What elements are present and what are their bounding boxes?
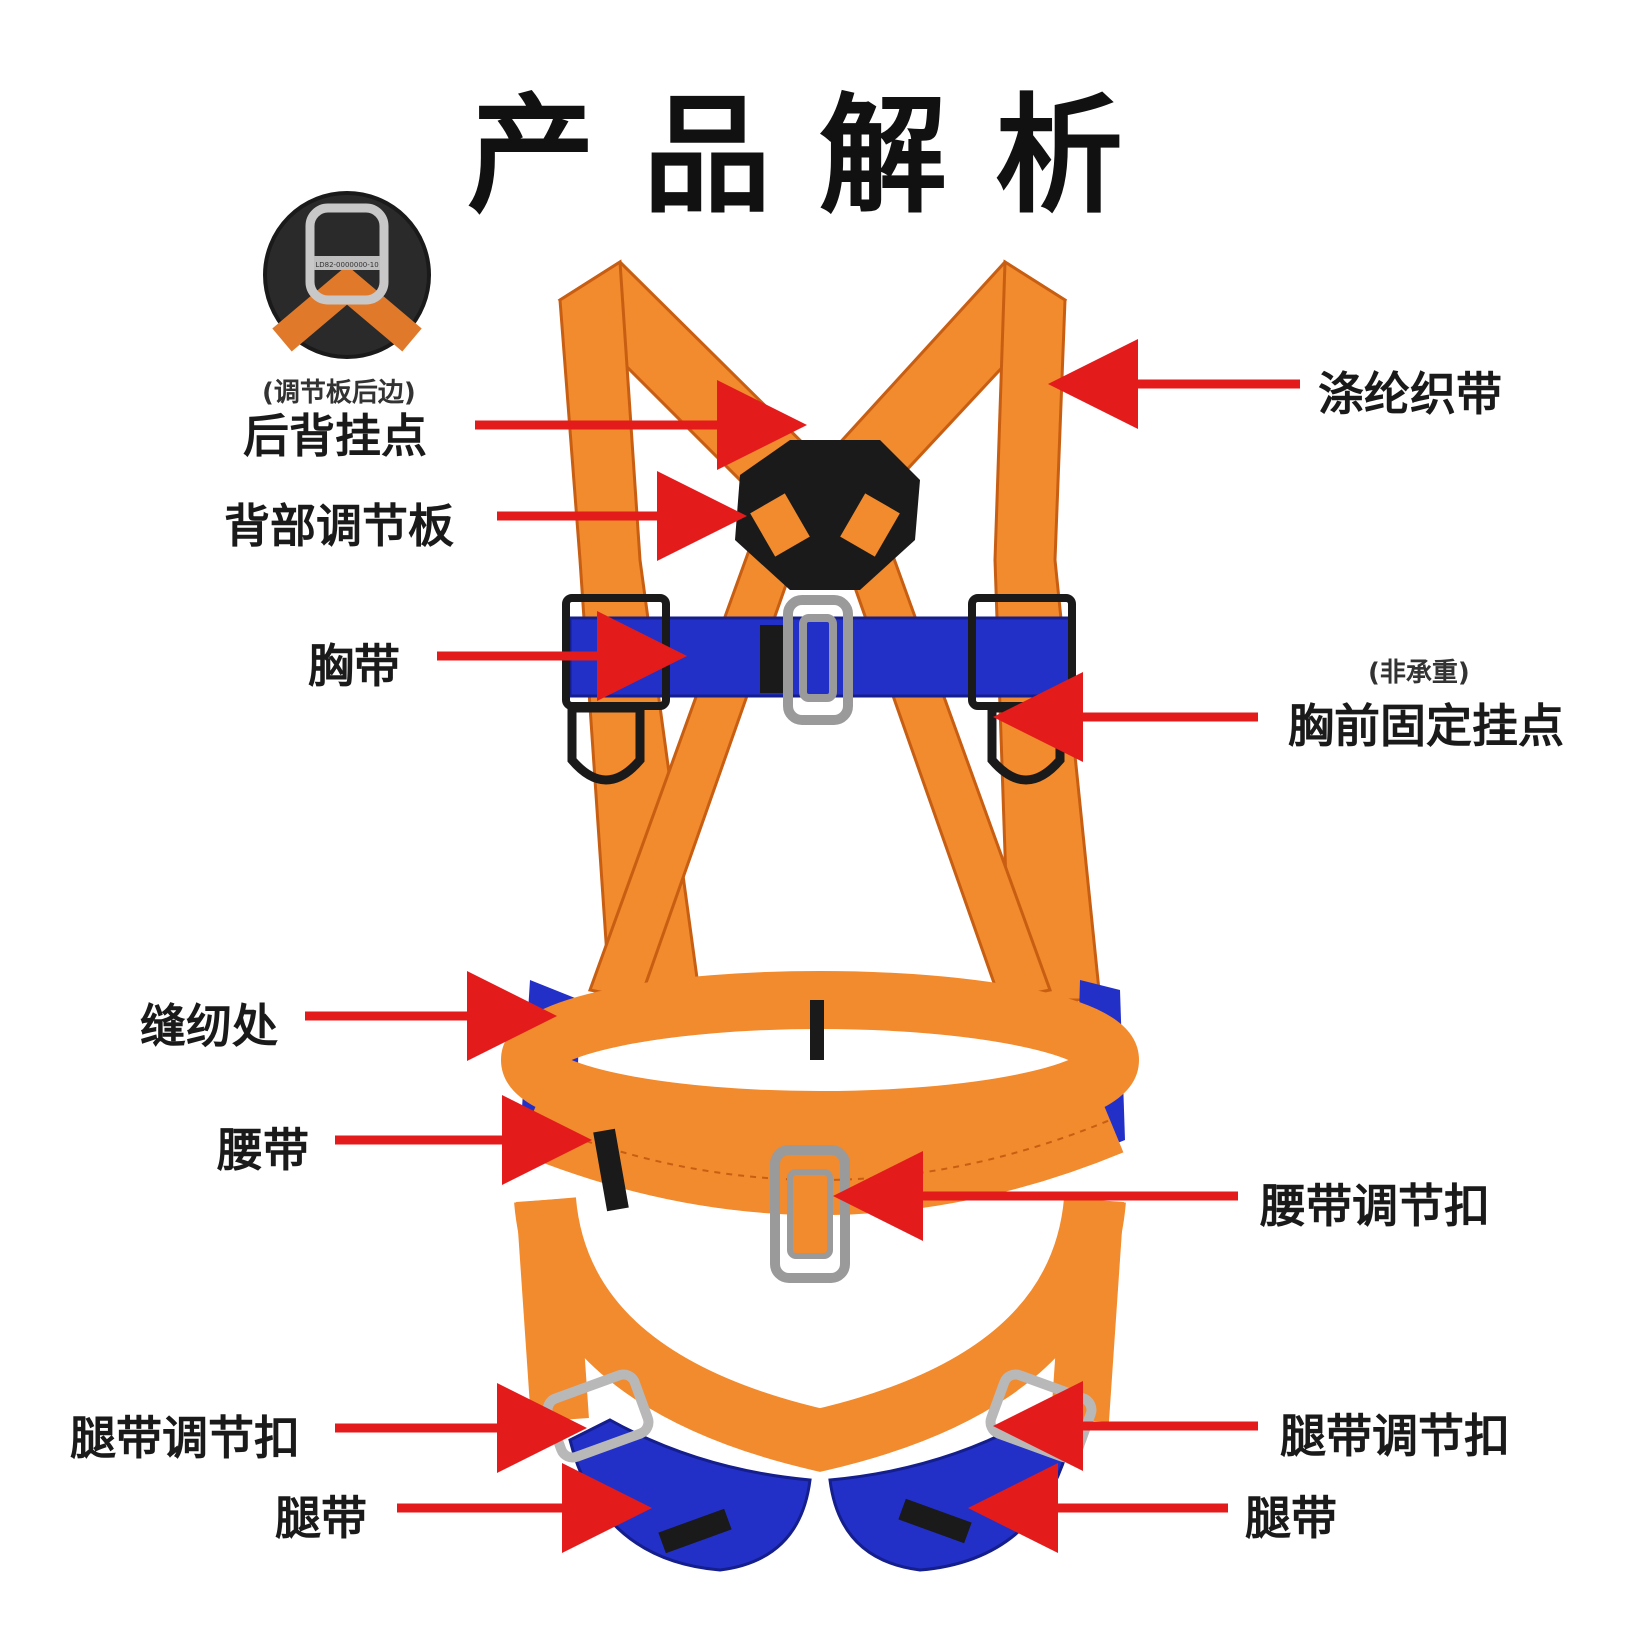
chest-strap-label: 胸带 xyxy=(308,630,400,696)
rear-attachment-label: 后背挂点 xyxy=(243,400,427,466)
waist-belt-label: 腰带 xyxy=(217,1114,309,1180)
stitching-label: 缝纫处 xyxy=(140,990,278,1056)
leg-strap-right-label: 腿带 xyxy=(1245,1482,1337,1548)
non-load-note: (非承重) xyxy=(1368,652,1470,689)
leg-buckle-left-label: 腿带调节扣 xyxy=(70,1402,300,1468)
rear-attachment-inset: LD82-0000000-10 xyxy=(262,190,432,360)
rear-d-ring-icon: LD82-0000000-10 xyxy=(262,190,432,360)
chest-fixed-point-label: 胸前固定挂点 xyxy=(1288,690,1564,756)
inset-stamp-text: LD82-0000000-10 xyxy=(315,261,378,269)
waist-buckle-label: 腰带调节扣 xyxy=(1260,1170,1490,1236)
leg-strap-left-label: 腿带 xyxy=(275,1482,367,1548)
leg-buckle-right-label: 腿带调节扣 xyxy=(1280,1400,1510,1466)
polyester-webbing-label: 涤纶织带 xyxy=(1318,358,1502,424)
back-plate-label: 背部调节板 xyxy=(224,490,454,556)
